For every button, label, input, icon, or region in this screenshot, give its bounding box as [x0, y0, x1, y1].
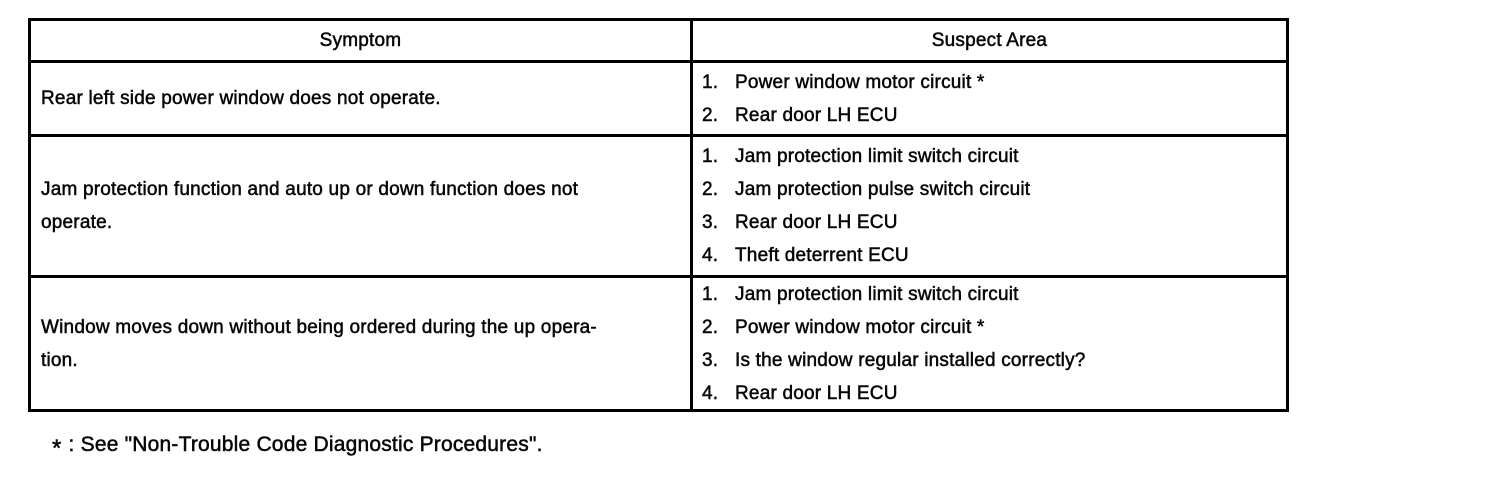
suspect-item: 4. Rear door LH ECU — [702, 377, 1280, 410]
table-header-row: Symptom Suspect Area — [31, 21, 1286, 63]
footnote-text: : See "Non-Trouble Code Diagnostic Proce… — [68, 433, 543, 457]
suspect-item-text: Jam protection limit switch circuit — [735, 283, 1019, 305]
suspect-item-text: Power window motor circuit * — [735, 316, 985, 338]
symptom-cell-3: Window moves down without being ordered … — [31, 278, 693, 409]
symptom-cell-2: Jam protection function and auto up or d… — [31, 137, 693, 275]
suspect-item-number: 1. — [702, 283, 719, 305]
suspect-item-number: 4. — [702, 382, 719, 404]
table-row-1: Rear left side power window does not ope… — [31, 63, 1286, 137]
suspect-item: 3. Rear door LH ECU — [702, 206, 1280, 239]
suspect-item: 2. Power window motor circuit * — [702, 311, 1280, 344]
asterisk-marker: * — [52, 435, 62, 462]
table-row-3: Window moves down without being ordered … — [31, 278, 1286, 409]
column-header-suspect-area: Suspect Area — [931, 30, 1048, 52]
symptom-cell-1: Rear left side power window does not ope… — [31, 63, 693, 134]
suspect-item-text: Is the window regular installed correctl… — [735, 349, 1086, 371]
suspect-item-number: 2. — [702, 104, 719, 126]
suspect-item: 2. Rear door LH ECU — [702, 99, 1280, 132]
suspect-item: 4. Theft deterrent ECU — [702, 239, 1280, 272]
suspect-item-text: Rear door LH ECU — [735, 104, 898, 126]
symptom-text: tion. — [41, 349, 78, 371]
suspect-item-number: 2. — [702, 316, 719, 338]
suspect-item: 1. Jam protection limit switch circuit — [702, 140, 1280, 173]
suspect-item: 3. Is the window regular installed corre… — [702, 344, 1280, 377]
suspect-item: 2. Jam protection pulse switch circuit — [702, 173, 1280, 206]
suspect-item-text: Power window motor circuit * — [735, 71, 985, 93]
suspect-item-text: Jam protection limit switch circuit — [735, 146, 1019, 168]
symptom-text: Jam protection function and auto up or d… — [41, 179, 579, 201]
suspect-item: 1. Jam protection limit switch circuit — [702, 278, 1280, 311]
column-header-symptom: Symptom — [31, 21, 693, 60]
suspect-item-number: 4. — [702, 245, 719, 267]
symptom-text: Window moves down without being ordered … — [41, 316, 597, 338]
suspect-item-number: 1. — [702, 71, 719, 93]
suspect-item-text: Jam protection pulse switch circuit — [735, 179, 1031, 201]
table-row-2: Jam protection function and auto up or d… — [31, 137, 1286, 278]
suspect-item-number: 1. — [702, 146, 719, 168]
suspect-item-number: 3. — [702, 212, 719, 234]
footnote: * : See "Non-Trouble Code Diagnostic Pro… — [52, 431, 543, 462]
suspect-cell-2: 1. Jam protection limit switch circuit 2… — [693, 137, 1286, 275]
suspect-item-number: 3. — [702, 349, 719, 371]
suspect-item-text: Rear door LH ECU — [735, 212, 898, 234]
suspect-item-number: 2. — [702, 179, 719, 201]
symptom-text: operate. — [41, 212, 113, 234]
symptom-suspect-table: Symptom Suspect Area Rear left side powe… — [28, 18, 1289, 412]
suspect-item-text: Theft deterrent ECU — [735, 245, 909, 267]
suspect-cell-1: 1. Power window motor circuit * 2. Rear … — [693, 63, 1286, 134]
symptom-text: Rear left side power window does not ope… — [41, 88, 441, 110]
suspect-item-text: Rear door LH ECU — [735, 382, 898, 404]
suspect-cell-3: 1. Jam protection limit switch circuit 2… — [693, 278, 1286, 409]
suspect-item: 1. Power window motor circuit * — [702, 66, 1280, 99]
